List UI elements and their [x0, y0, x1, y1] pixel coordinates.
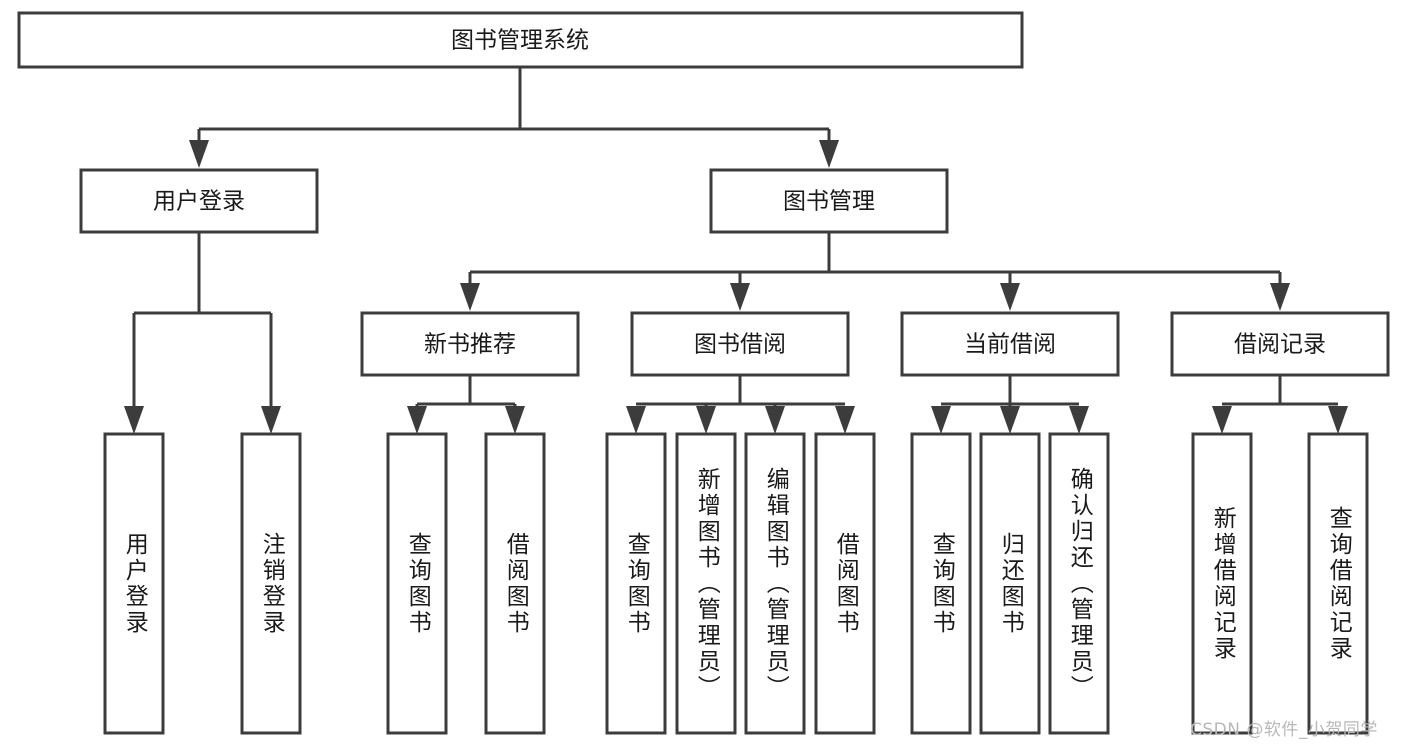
- root-label: 图书管理系统: [451, 28, 589, 54]
- arrow-head-borrow-record: [1270, 283, 1290, 311]
- new-book-recommend-box[interactable]: [360, 311, 580, 377]
- new-book-recommend-label: 新书推荐: [424, 332, 516, 358]
- leaf-box-cb-confirm-return[interactable]: [1048, 432, 1110, 735]
- leaf-box-cb-return-book[interactable]: [979, 432, 1041, 735]
- book-management-label: 图书管理: [783, 189, 875, 215]
- arrow-head-bb-leaf1: [626, 406, 646, 434]
- user-login-label: 用户登录: [153, 189, 245, 215]
- book-management-box[interactable]: [709, 168, 949, 234]
- current-borrow-label: 当前借阅: [964, 332, 1056, 358]
- book-borrow-label: 图书借阅: [694, 332, 786, 358]
- leaf-box-bb-query-book[interactable]: [605, 432, 667, 735]
- node-borrow-record[interactable]: 借阅记录: [1170, 311, 1390, 377]
- arrow-head-bb-leaf4: [835, 406, 855, 434]
- arrow-head-cb-leaf1: [931, 406, 951, 434]
- arrow-head-nb-leaf1: [407, 406, 427, 434]
- node-current-borrow[interactable]: 当前借阅: [900, 311, 1120, 377]
- arrow-head-book-mgmt: [819, 140, 839, 168]
- borrow-record-label: 借阅记录: [1234, 332, 1326, 358]
- arrow-head-current-borrow: [1000, 283, 1020, 311]
- arrow-head-book-borrow: [730, 283, 750, 311]
- node-book-management[interactable]: 图书管理: [709, 168, 949, 234]
- leaf-box-nb-borrow-book[interactable]: [484, 432, 546, 735]
- csdn-watermark: CSDN @软件_小贺同学: [1190, 720, 1378, 740]
- leaf-box-nb-query-book[interactable]: [386, 432, 448, 735]
- arrow-head-user-login: [189, 140, 209, 168]
- arrow-head-cb-leaf2: [1000, 406, 1020, 434]
- current-borrow-box[interactable]: [900, 311, 1120, 377]
- node-new-book-recommend[interactable]: 新书推荐: [360, 311, 580, 377]
- arrow-head-nb-leaf2: [505, 406, 525, 434]
- node-book-borrow[interactable]: 图书借阅: [630, 311, 850, 377]
- book-borrow-box[interactable]: [630, 311, 850, 377]
- node-root[interactable]: 图书管理系统: [17, 11, 1024, 69]
- leaf-box-user-login[interactable]: [103, 432, 165, 735]
- leaf-box-bb-borrow-book[interactable]: [814, 432, 876, 735]
- arrow-head-br-leaf2: [1328, 406, 1348, 434]
- leaf-box-bb-add-book[interactable]: [675, 432, 737, 735]
- arrow-head-leaf-logout: [261, 406, 281, 434]
- arrow-head-bb-leaf2: [696, 406, 716, 434]
- arrow-head-leaf-user-login: [124, 406, 144, 434]
- arrow-head-bb-leaf3: [765, 406, 785, 434]
- arrow-head-new-book-recommend: [460, 283, 480, 311]
- leaf-box-cb-query-book[interactable]: [910, 432, 972, 735]
- arrow-head-br-leaf1: [1212, 406, 1232, 434]
- arrow-head-cb-leaf3: [1069, 406, 1089, 434]
- leaf-box-bb-edit-book[interactable]: [744, 432, 806, 735]
- leaf-box-br-query-record[interactable]: [1307, 432, 1369, 735]
- leaf-box-logout[interactable]: [240, 432, 302, 735]
- leaf-box-br-add-record[interactable]: [1191, 432, 1253, 735]
- root-box[interactable]: [17, 11, 1024, 69]
- borrow-record-box[interactable]: [1170, 311, 1390, 377]
- node-user-login[interactable]: 用户登录: [79, 168, 319, 234]
